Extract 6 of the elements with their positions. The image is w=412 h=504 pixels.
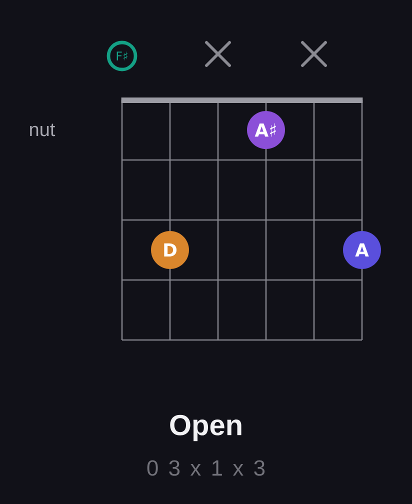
open-string-ring: F♯: [106, 40, 138, 72]
muted-string-mark: [205, 41, 231, 67]
fret-label: nut: [30, 124, 56, 136]
chord-title: Open: [170, 414, 242, 442]
muted-string-mark: [301, 41, 327, 67]
fingering-text: 0 3 x 1 x 3: [147, 460, 265, 476]
